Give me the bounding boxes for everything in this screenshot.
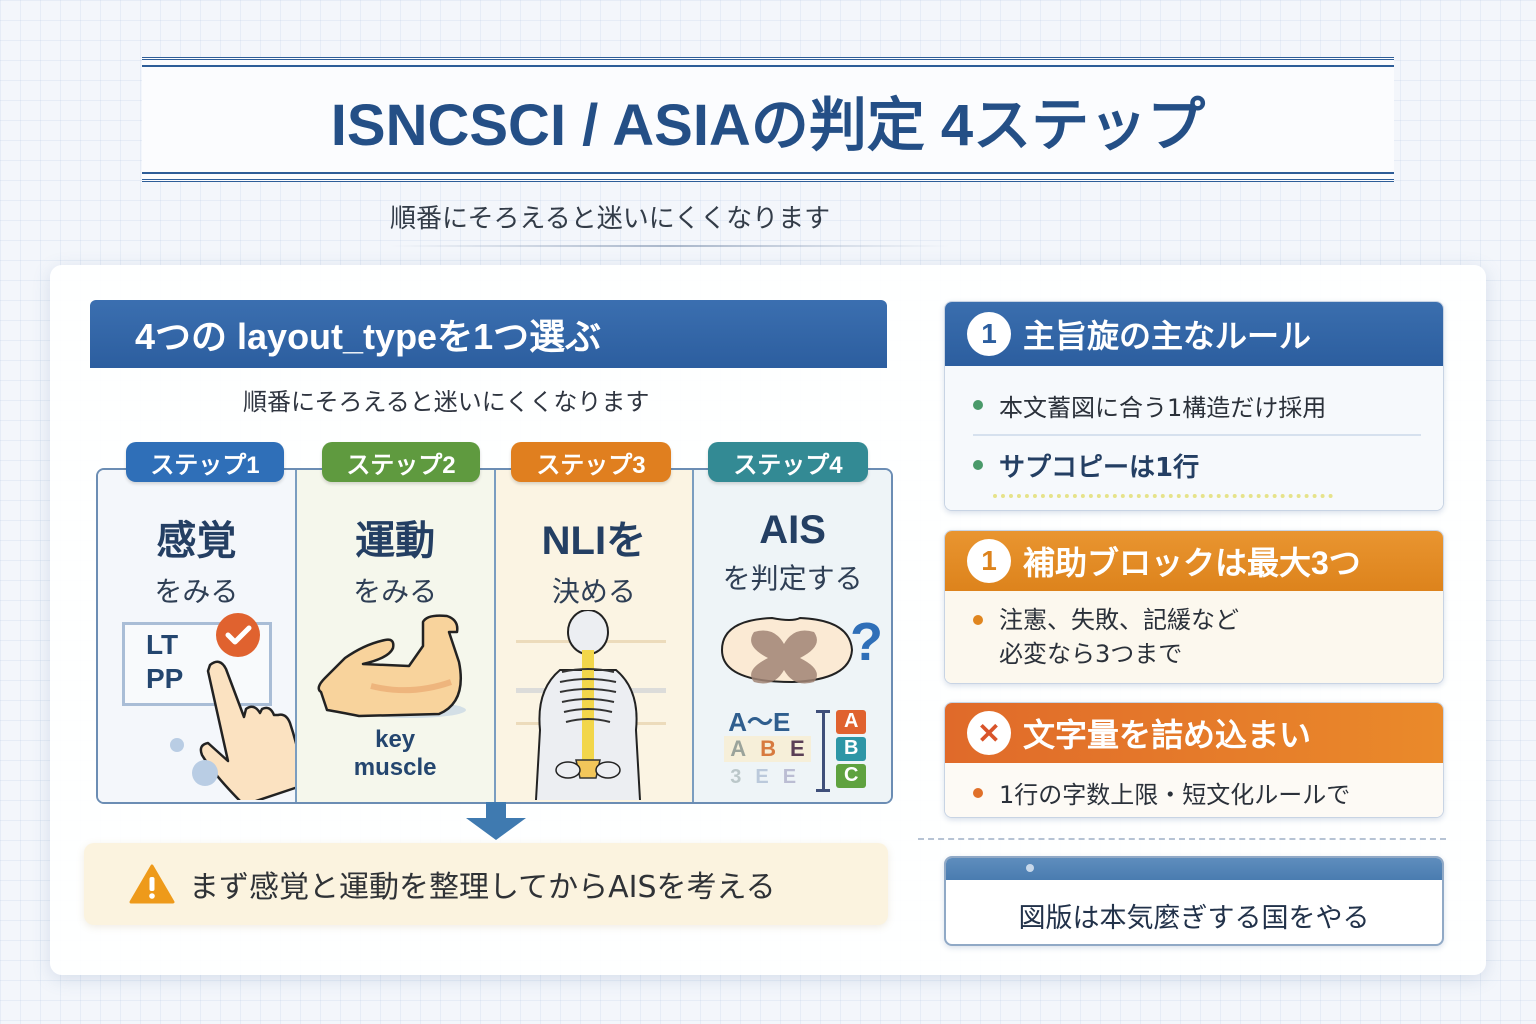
step-1-subtitle: をみる (154, 575, 239, 608)
step-2-badge: ステップ2 (322, 442, 480, 482)
rule-item: 本文蓄図に合う1構造だけ採用 (973, 376, 1421, 436)
number-one-icon: 1 (967, 312, 1011, 356)
dotted-underline (993, 494, 1333, 498)
rule-card-aux-blocks: 1 補助ブロックは最大3つ 注憲、失敗、記緩など 必変なら3つまで (944, 530, 1444, 684)
warning-text: まず感覚と運動を整理してからAISを考える (189, 870, 776, 905)
bullet-icon (973, 460, 983, 470)
rule-item-text: 本文蓄図に合う1構造だけ採用 (999, 393, 1327, 422)
question-mark-icon: ? (850, 612, 882, 672)
skeleton-spine-icon (496, 610, 693, 802)
steps-container: 感覚 をみる LT PP 運動 をみる (96, 468, 893, 804)
bottom-card-titlebar (946, 858, 1442, 880)
dashed-separator (918, 838, 1446, 840)
rule-item-line-2: 必変なら3つまで (999, 640, 1183, 668)
row2-e2: E (782, 766, 797, 788)
hand-checklist-icon: LT PP (98, 610, 306, 802)
step-3-badge: ステップ3 (511, 442, 671, 482)
row1-e: E (790, 736, 805, 761)
row1-a: A (730, 736, 747, 761)
step-1-badge: ステップ1 (126, 442, 284, 482)
step-1: 感覚 をみる LT PP (98, 470, 306, 802)
step-4-subtitle: を判定する (722, 562, 863, 595)
caption-key: key (375, 726, 416, 753)
row2-3: 3 (730, 766, 742, 788)
step-2-subtitle: をみる (353, 575, 438, 608)
rule-card-3-header: ✕ 文字量を詰め込まい (945, 703, 1443, 763)
step-4-title: AIS (759, 508, 826, 552)
rule-item: 1行の字数上限・短文化ルールで (973, 775, 1421, 810)
rule-item: サプコピーは1行 (973, 436, 1421, 494)
grade-c: C (836, 764, 867, 788)
rule-card-text-volume: ✕ 文字量を詰め込まい 1行の字数上限・短文化ルールで (944, 702, 1444, 818)
warning-icon (129, 864, 175, 904)
rule-card-1-header: 1 主旨旋の主なルール (945, 302, 1443, 366)
rule-card-main-rules: 1 主旨旋の主なルール 本文蓄図に合う1構造だけ採用 サプコピーは1行 (944, 301, 1444, 511)
label-lt: LT (146, 629, 179, 660)
rule-card-2-header: 1 補助ブロックは最大3つ (945, 531, 1443, 591)
step-3-subtitle: 決める (551, 575, 636, 608)
row1-b: B (760, 736, 777, 761)
bullet-icon (973, 400, 983, 410)
rule-item-line-1: 注憲、失敗、記緩など (999, 606, 1239, 634)
step-4-badge: ステップ4 (708, 442, 868, 482)
down-arrow-icon (466, 802, 526, 840)
bullet-icon (973, 787, 983, 798)
caption-muscle: muscle (353, 754, 437, 781)
close-x-icon: ✕ (967, 711, 1011, 755)
row2-e1: E (755, 766, 769, 788)
bottom-card-text: 図版は本気麼ぎする国をやる (1018, 903, 1370, 934)
number-one-icon: 1 (967, 539, 1011, 583)
grade-a: A (836, 710, 867, 734)
step-2-title: 運動 (355, 519, 436, 563)
step-4: AIS を判定する ? A～E A B E 3 E E A (692, 470, 891, 802)
rule-card-2-title: 補助ブロックは最大3つ (1023, 545, 1361, 581)
dot-icon (1026, 864, 1034, 872)
section-header: 4つの layout_typeを1つ選ぶ (90, 300, 887, 368)
rule-card-3-title: 文字量を詰め込まい (1023, 717, 1312, 753)
rule-item: 注憲、失敗、記緩など 必変なら3つまで (973, 603, 1421, 671)
page-title: ISNCSCI / ASIAの判定 4ステップ (330, 92, 1206, 158)
step-3: NLIを 決める (493, 470, 693, 802)
scale-label: A～E (728, 707, 791, 737)
grade-b: B (836, 737, 867, 761)
rule-card-1-title: 主旨旋の主なルール (1023, 318, 1312, 354)
rule-item-text: 1行の字数上限・短文化ルールで (999, 781, 1351, 809)
warning-bar: まず感覚と運動を整理してからAISを考える (84, 843, 888, 925)
label-pp: PP (146, 663, 184, 694)
section-subheader: 順番にそろえると迷いにくくなります (243, 388, 650, 416)
step-1-title: 感覚 (156, 519, 237, 563)
bullet-icon (973, 615, 983, 625)
spinal-cord-icon: ? A～E A B E 3 E E A B C (694, 610, 891, 802)
section-header-text: 4つの layout_typeを1つ選ぶ (135, 316, 602, 357)
step-3-title: NLIを (541, 519, 647, 563)
flexed-arm-icon: key muscle (297, 610, 494, 802)
bottom-note-card: 図版は本気麼ぎする国をやる (944, 856, 1444, 946)
title-banner: ISNCSCI / ASIAの判定 4ステップ (142, 57, 1394, 182)
rule-item-text: サプコピーは1行 (999, 452, 1200, 483)
page-subtitle: 順番にそろえると迷いにくくなります (390, 198, 951, 247)
step-2: 運動 をみる key muscle (294, 470, 494, 802)
